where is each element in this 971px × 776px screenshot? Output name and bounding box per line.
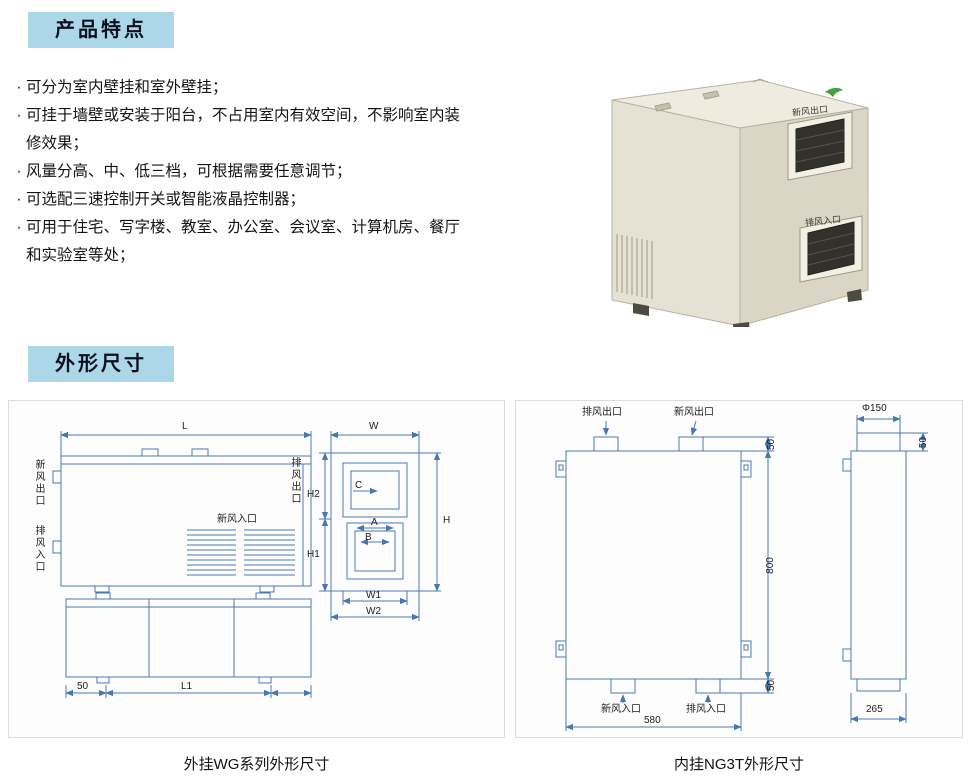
wg-dim-50: 50 xyxy=(77,681,89,692)
feature-item: · 可用于住宅、写字楼、教室、办公室、会议室、计算机房、餐厅和实验室等处； xyxy=(12,214,482,270)
feature-text: 可分为室内壁挂和室外壁挂； xyxy=(26,79,228,96)
ng3t-fresh-outlet-label: 新风出口 xyxy=(674,407,714,418)
feature-text: 可挂于墙壁或安装于阳台，不占用室内有效空间，不影响室内装修效果； xyxy=(26,107,461,152)
product-photo: 新风出口 排风入口 xyxy=(585,62,905,327)
ng3t-drawing-svg xyxy=(555,415,928,731)
ng3t-drawing-panel: 排风出口 新风出口 50 800 50 新风入口 排风入口 580 Φ150 5… xyxy=(515,400,963,738)
feature-text: 可用于住宅、写字楼、教室、办公室、会议室、计算机房、餐厅和实验室等处； xyxy=(26,219,461,264)
ng3t-fresh-inlet-label: 新风入口 xyxy=(601,704,641,715)
product-photo-illustration xyxy=(611,78,869,327)
bullet-marker: · xyxy=(16,219,22,236)
section-title-features: 产品特点 xyxy=(28,12,174,48)
wg-dim-L: L xyxy=(182,421,188,432)
section-title-dimensions: 外形尺寸 xyxy=(28,346,174,382)
ng3t-exhaust-inlet-label: 排风入口 xyxy=(686,704,726,715)
feature-item: · 可挂于墙壁或安装于阳台，不占用室内有效空间，不影响室内装修效果； xyxy=(12,102,482,158)
wg-dim-B: B xyxy=(365,532,372,543)
wg-drawing-panel: L 新风出口 排风入口 新风入口 排风出口 W H H2 H1 C A B W1… xyxy=(8,400,505,738)
wg-dim-L1: L1 xyxy=(181,681,193,692)
wg-dim-W: W xyxy=(369,421,379,432)
ng3t-dim-cap-50: 50 xyxy=(918,436,930,449)
ng3t-exhaust-outlet-label: 排风出口 xyxy=(582,407,622,418)
wg-front-view xyxy=(52,431,312,593)
wg-dim-W2: W2 xyxy=(366,606,381,617)
bullet-marker: · xyxy=(16,107,22,124)
wg-exhaust-air-outlet-label: 排风出口 xyxy=(289,457,300,505)
ng3t-side-view xyxy=(842,415,928,723)
ng3t-drawing-caption: 内挂NG3T外形尺寸 xyxy=(673,756,804,773)
feature-list: · 可分为室内壁挂和室外壁挂； · 可挂于墙壁或安装于阳台，不占用室内有效空间，… xyxy=(12,74,482,270)
ng3t-dim-800: 800 xyxy=(764,557,776,574)
ng3t-front-view xyxy=(555,420,774,731)
feature-item: · 风量分高、中、低三档，可根据需要任意调节； xyxy=(12,158,482,186)
bullet-marker: · xyxy=(16,163,22,180)
wg-dim-H1: H1 xyxy=(307,549,320,560)
wg-dim-H2: H2 xyxy=(307,489,320,500)
ng3t-dim-bottom-50: 50 xyxy=(766,679,778,692)
wg-drawing-svg xyxy=(52,431,441,698)
feature-text: 风量分高、中、低三档，可根据需要任意调节； xyxy=(26,163,352,180)
wg-bottom-view xyxy=(65,592,312,698)
wg-fresh-air-inlet-label: 新风入口 xyxy=(217,514,257,525)
exhaust-air-inlet-opening xyxy=(799,215,863,283)
wg-dim-H: H xyxy=(443,515,451,526)
fresh-air-outlet-opening xyxy=(787,111,853,181)
bullet-marker: · xyxy=(16,191,22,208)
wg-drawing-caption: 外挂WG系列外形尺寸 xyxy=(183,756,330,773)
wg-dim-W1: W1 xyxy=(366,590,381,601)
ng3t-dim-265: 265 xyxy=(866,704,883,715)
feature-item: · 可选配三速控制开关或智能液晶控制器； xyxy=(12,186,482,214)
wg-fresh-air-outlet-label: 新风出口 xyxy=(33,459,44,507)
wg-side-view xyxy=(319,431,441,621)
ng3t-dim-580: 580 xyxy=(644,715,661,726)
wg-dim-A: A xyxy=(371,517,378,528)
ng3t-dim-diameter: Φ150 xyxy=(862,403,887,414)
bullet-marker: · xyxy=(16,79,22,96)
wg-exhaust-air-inlet-label: 排风入口 xyxy=(33,525,44,573)
wg-dim-C: C xyxy=(355,480,363,491)
ng3t-dim-top-50: 50 xyxy=(766,438,778,451)
feature-text: 可选配三速控制开关或智能液晶控制器； xyxy=(26,191,306,208)
brand-logo xyxy=(825,87,843,97)
feature-item: · 可分为室内壁挂和室外壁挂； xyxy=(12,74,482,102)
